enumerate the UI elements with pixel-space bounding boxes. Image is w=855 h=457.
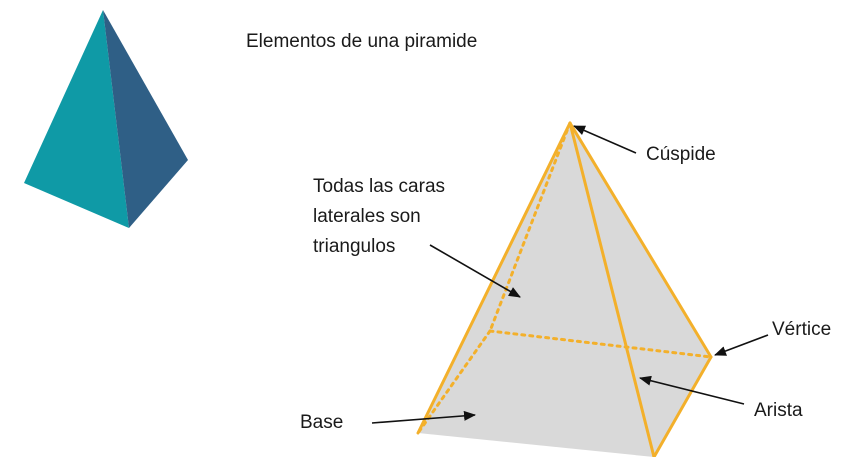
hidden-edge-base-back <box>488 329 713 359</box>
edge-front <box>568 121 656 457</box>
label-caras-line3: triangulos <box>313 236 395 257</box>
edge-base-right <box>652 355 713 457</box>
label-cuspide-group: Cúspide <box>573 125 716 165</box>
pointer-cuspide <box>573 125 637 154</box>
label-vertice-group: Vértice <box>714 319 831 356</box>
hidden-edge-apex <box>488 121 572 333</box>
pyramid-face <box>418 123 711 457</box>
pointer-base <box>371 410 476 424</box>
small-pyramid-icon <box>24 10 188 228</box>
page-title: Elementos de una piramide <box>246 31 477 52</box>
label-caras-group: Todas las caras laterales son triangulos <box>313 176 521 298</box>
label-base: Base <box>300 412 343 433</box>
hidden-edge-base-left <box>416 329 492 435</box>
pointer-vertice <box>714 334 769 356</box>
label-vertice: Vértice <box>772 319 831 340</box>
label-caras-line1: Todas las caras <box>313 176 445 197</box>
label-base-group: Base <box>300 410 476 433</box>
pointer-caras <box>429 244 521 298</box>
main-pyramid <box>416 121 713 457</box>
edge-right <box>568 121 713 359</box>
small-pyramid-left-face <box>24 10 129 228</box>
small-pyramid-right-face <box>103 10 188 228</box>
label-caras-line2: laterales son <box>313 206 421 227</box>
pointer-arista <box>639 375 745 405</box>
edge-left <box>416 121 572 435</box>
label-cuspide: Cúspide <box>646 144 716 165</box>
label-arista-group: Arista <box>639 375 803 421</box>
label-arista: Arista <box>754 400 803 421</box>
